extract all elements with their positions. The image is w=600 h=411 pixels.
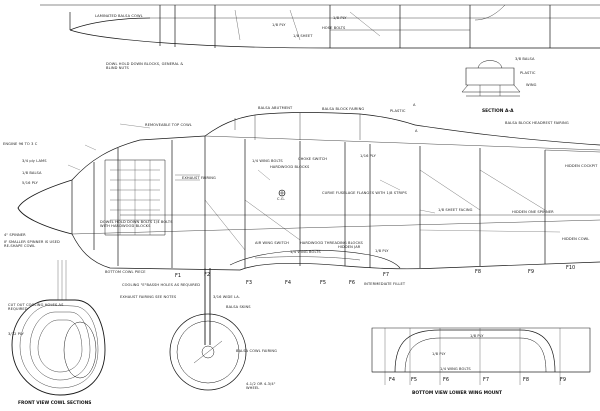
bottom-station-f7: F7: [483, 377, 490, 383]
label-hardwood-threading: HARDWOOD THREADING BLOCKS: [300, 241, 363, 245]
label-ply-1-8-b: 1/8 PLY: [333, 16, 347, 20]
label-engine: ENGINE 96 TO 3 C: [3, 142, 38, 146]
label-plastic-aa: PLASTIC: [520, 71, 536, 75]
label-cg: C.G.: [277, 197, 285, 201]
station-f2: F2: [204, 272, 211, 278]
label-headrest-fairing: BALSA BLOCK HEADREST FAIRING: [505, 121, 569, 125]
label-ply-top-right: 1/8 PLY: [375, 249, 389, 253]
label-ply-lams: 3/4 ply LAMS: [22, 159, 47, 163]
front-view-title: FRONT VIEW COWL SECTIONS: [18, 401, 92, 406]
label-wing-aa: WING: [526, 83, 537, 87]
label-balsa-abutment: BALSA ABUTMENT: [258, 106, 293, 110]
bottom-station-f6: F6: [443, 377, 450, 383]
label-hidden-jar: HIDDEN JAR: [338, 245, 361, 249]
bottom-station-f8: F8: [523, 377, 530, 383]
station-f7: F7: [383, 272, 390, 278]
landing-gear: [169, 268, 247, 391]
label-ply-5-16: 5/16 PLY: [22, 181, 38, 185]
label-exhaust-pipe: EXHAUST FAIRING SEE NOTES: [120, 295, 177, 299]
station-f8: F8: [475, 269, 482, 275]
label-choke-switch: CHOKE SWITCH: [298, 157, 328, 161]
label-hose-bolts: HOSE BOLTS: [322, 26, 346, 30]
station-f9: F9: [528, 269, 535, 275]
label-plastic-mid: PLASTIC: [390, 109, 406, 113]
label-balsa-cowl-fairing: BALSA COWL FAIRING: [236, 349, 277, 353]
label-hidden-cowl: HIDDEN COWL: [562, 237, 590, 241]
label-cooling-holes: COOLING "E"BASSH HOLES AS REQUIRED: [122, 283, 201, 287]
label-ply-1-8: 1/8 PLY: [272, 23, 286, 27]
label-removeable-top-cowl: REMOVEABLE TOP COWL: [145, 123, 192, 127]
label-ply-1-8-bottom: 1/8 PLY: [432, 352, 446, 356]
front-cowl-sections: [11, 260, 106, 396]
label-spinner: 4" SPINNER: [4, 233, 26, 237]
label-sheet-facing: 1/8 SHEET FACING: [438, 208, 473, 212]
label-balsa-1-8: 1/8 BALSA: [22, 171, 42, 175]
label-wing-bolts-mid: 1/4 WING BOLTS: [290, 250, 321, 254]
label-dowel-hold-down-bolts: DOWEL HOLD DOWN BOLTS 1/4 BOLTS WITH HAR…: [100, 220, 173, 228]
section-a-marker-2: A: [415, 129, 418, 133]
label-hidden-cockpit: HIDDEN COCKPIT: [565, 164, 598, 168]
label-wing-bolts-bv: 1/4 WING BOLTS: [440, 367, 471, 371]
label-bottom-cowl-piece: BOTTOM COWL PIECE: [105, 270, 146, 274]
label-ply-fillet: 3/32 PLY: [8, 332, 24, 336]
label-balsa-block-fairing: BALSA BLOCK FAIRING: [322, 107, 365, 111]
bottom-station-f5: F5: [411, 377, 418, 383]
station-f1: F1: [175, 273, 182, 279]
label-balsa-aa: 3/8 BALSA: [515, 57, 535, 61]
label-wing-root-ld: 3/16 WIDE LA.: [213, 295, 240, 299]
station-f4: F4: [285, 280, 292, 286]
station-f6: F6: [349, 280, 356, 286]
top-fuselage-view: [40, 4, 600, 49]
section-aa-title: SECTION A-A: [482, 109, 514, 114]
label-intermediate-fillet: INTERMEDIATE FILLET: [364, 282, 406, 286]
bottom-wing-mount-view: [371, 327, 591, 385]
label-exhaust-fairing: EXHAUST FAIRING: [182, 176, 216, 180]
label-laminated-balsa-cowl: LAMINATED BALSA COWL: [95, 14, 143, 18]
label-balsa-skins: BALSA SKINS: [226, 305, 251, 309]
label-air-wing-switch: AIR WING SWITCH: [255, 241, 289, 245]
label-curve-fuselage: CURVE FUSELAGE FLANGES WITH 1/8 STRIPS: [322, 191, 407, 195]
station-f5: F5: [320, 280, 327, 286]
label-hidden-one-spinner: HIDDEN ONE SPINNER: [512, 210, 554, 214]
bottom-station-f9: F9: [560, 377, 567, 383]
label-cut-cooling-holes: CUT OUT COOLING HOLES AS REQUIRED: [8, 303, 64, 311]
station-f3: F3: [246, 280, 253, 286]
label-sheet-1-8: 1/8 SHEET: [293, 34, 313, 38]
section-a-marker: A: [413, 103, 416, 107]
station-f10: F10: [566, 265, 576, 271]
label-ply-bottom-right: 1/8 PLY: [470, 334, 484, 338]
label-ply-1-16: 1/16 PLY: [360, 154, 376, 158]
side-fuselage-view: [17, 112, 600, 271]
section-aa-view: [461, 60, 521, 97]
bottom-station-f4: F4: [389, 377, 396, 383]
label-hardwood-blocks: HARDWOOD BLOCKS: [270, 165, 310, 169]
bottom-view-title: BOTTOM VIEW LOWER WING MOUNT: [412, 391, 502, 396]
label-wing-bolts: 1/4 WING BOLTS: [252, 159, 283, 163]
label-dowel-hold-down: DOWL HOLD DOWN BLOCKS, GENERAL & BLIND N…: [106, 62, 184, 70]
label-spinner-note: IF SMALLER SPINNER IS USED RE-SHAPE COWL: [4, 240, 60, 248]
label-wheel: 4-1/2 OR 4-3/4" WHEEL: [246, 382, 276, 390]
